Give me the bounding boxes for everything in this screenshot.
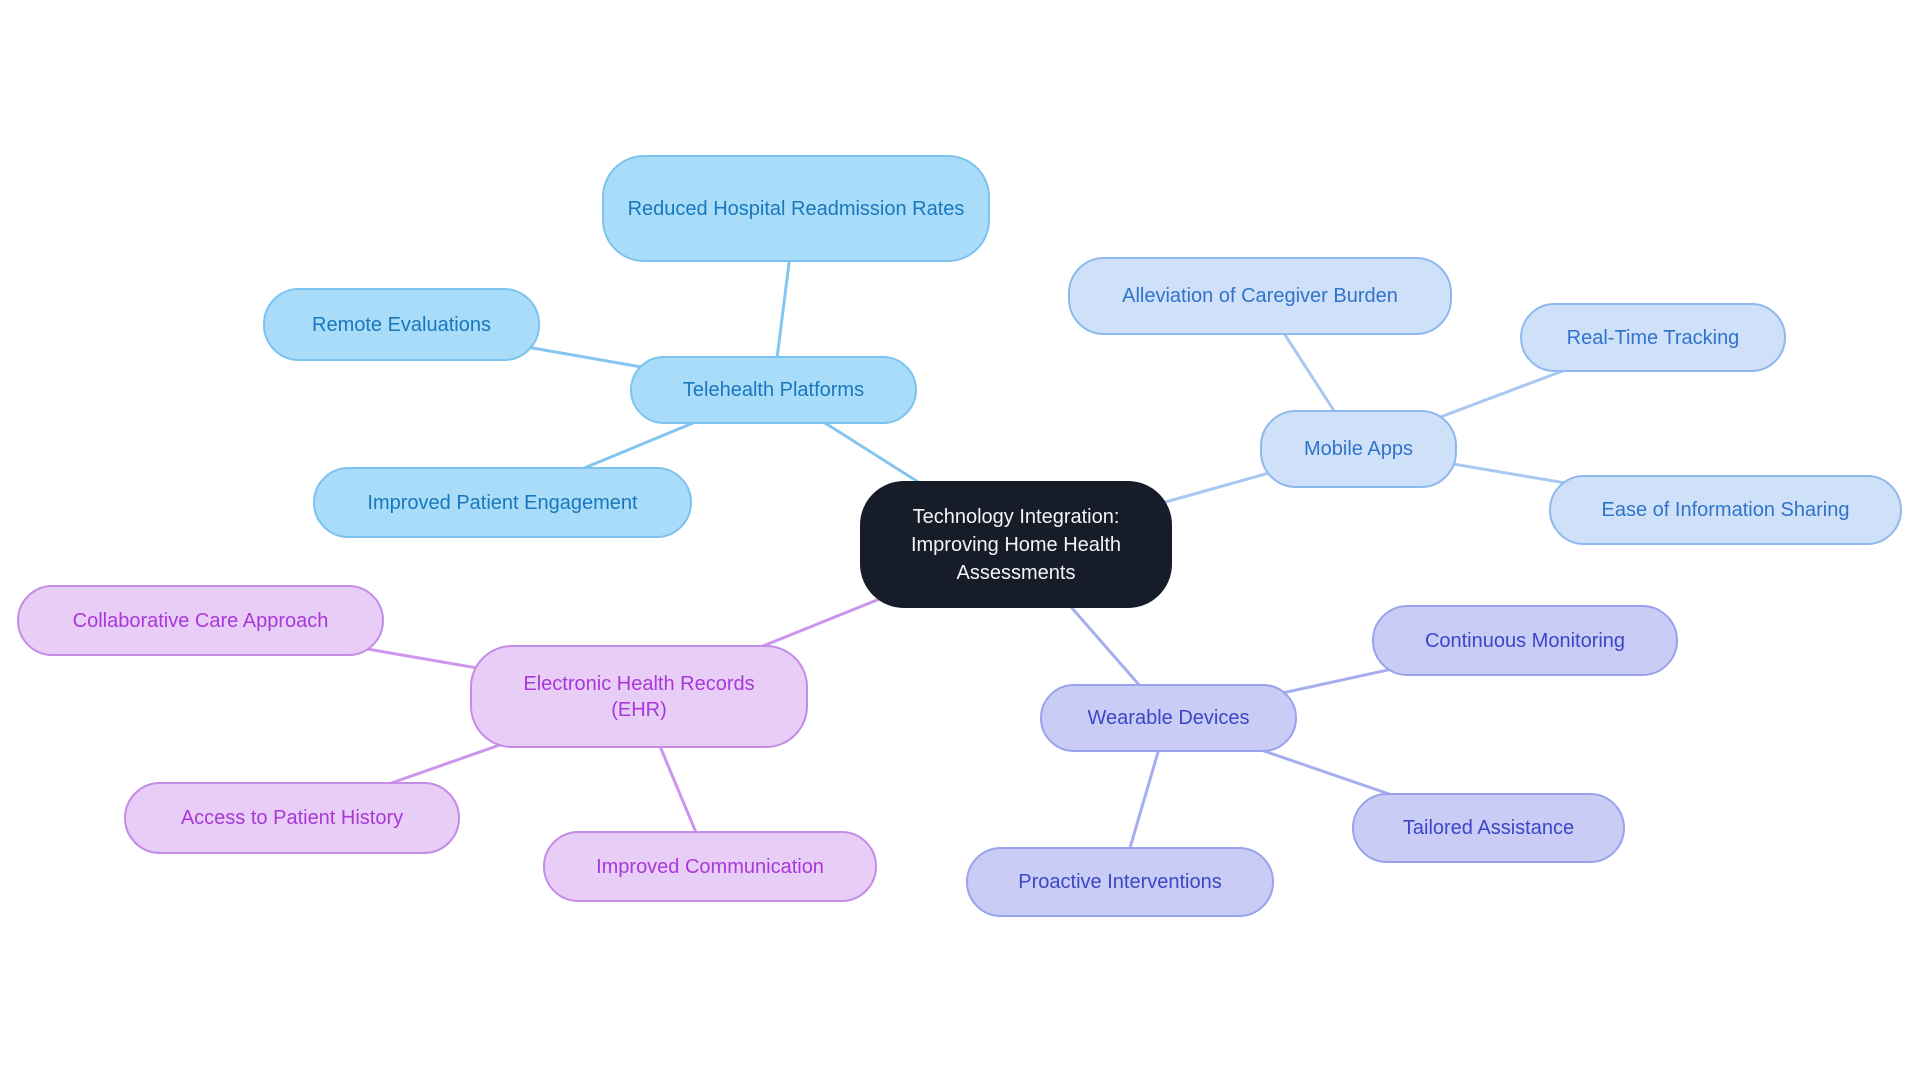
node-label: Proactive Interventions	[1018, 871, 1222, 893]
node-reduced-hospital-readmission-rates[interactable]: Reduced Hospital Readmission Rates	[602, 155, 990, 262]
node-ease-of-information-sharing[interactable]: Ease of Information Sharing	[1549, 475, 1902, 545]
node-tailored-assistance[interactable]: Tailored Assistance	[1352, 793, 1625, 863]
node-label: Continuous Monitoring	[1424, 629, 1626, 652]
node-label: Alleviation of Caregiver Burden	[1122, 285, 1398, 307]
node-improved-patient-engagement[interactable]: Improved Patient Engagement	[313, 467, 692, 538]
node-label: Improved Patient Engagement	[367, 491, 638, 514]
node-proactive-interventions[interactable]: Proactive Interventions	[966, 847, 1274, 917]
node-wearable-devices[interactable]: Wearable Devices	[1040, 684, 1297, 752]
node-telehealth-platforms[interactable]: Telehealth Platforms	[630, 356, 917, 424]
node-real-time-tracking[interactable]: Real-Time Tracking	[1520, 303, 1786, 372]
node-label: Telehealth Platforms	[682, 379, 865, 401]
node-mobile-apps[interactable]: Mobile Apps	[1260, 410, 1457, 488]
node-improved-communication[interactable]: Improved Communication	[543, 831, 877, 902]
node-label: Collaborative Care Approach	[72, 609, 329, 632]
node-label: Improved Communication	[596, 855, 824, 878]
node-label: Reduced Hospital Readmission Rates	[627, 197, 965, 220]
node-electronic-health-records[interactable]: Electronic Health Records (EHR)	[470, 645, 808, 748]
node-label: Remote Evaluations	[312, 313, 491, 336]
node-label: Electronic Health Records (EHR)	[523, 672, 755, 721]
node-label: Wearable Devices	[1087, 707, 1250, 729]
node-label: Ease of Information Sharing	[1601, 499, 1850, 521]
node-central-topic[interactable]: Technology Integration: Improving Home H…	[860, 481, 1172, 608]
central-topic-label: Technology Integration: Improving Home H…	[910, 505, 1122, 584]
node-remote-evaluations[interactable]: Remote Evaluations	[263, 288, 540, 361]
node-label: Mobile Apps	[1304, 438, 1413, 460]
node-access-to-patient-history[interactable]: Access to Patient History	[124, 782, 460, 854]
node-label: Real-Time Tracking	[1566, 326, 1740, 349]
node-collaborative-care-approach[interactable]: Collaborative Care Approach	[17, 585, 384, 656]
node-label: Access to Patient History	[180, 807, 404, 829]
node-label: Tailored Assistance	[1402, 817, 1575, 839]
node-alleviation-of-caregiver-burden[interactable]: Alleviation of Caregiver Burden	[1068, 257, 1452, 335]
node-continuous-monitoring[interactable]: Continuous Monitoring	[1372, 605, 1678, 676]
